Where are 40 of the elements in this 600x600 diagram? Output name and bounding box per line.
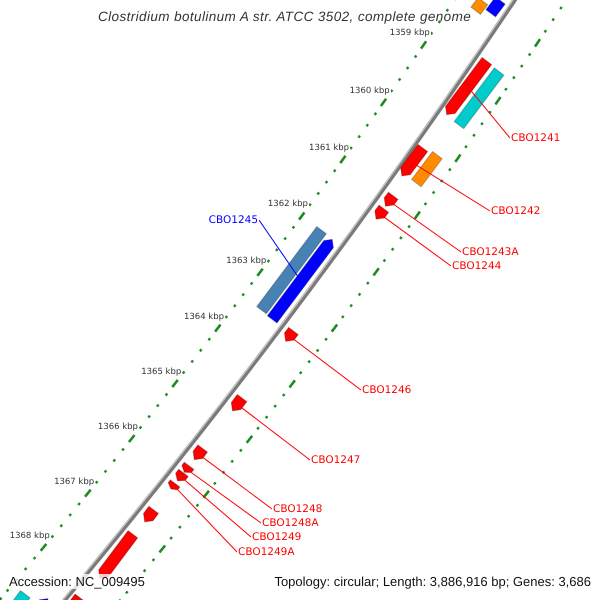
gene-segment [175,468,189,482]
leader-line [184,480,252,538]
scale-label: 1360 kbp [348,86,391,96]
scale-label: 1361 kbp [308,142,350,153]
gene-segment [470,0,488,16]
leader-line [258,220,298,276]
gene-segment [266,238,334,324]
leader-line [384,217,452,266]
info-text: Accession: NC_009495 [8,574,146,589]
title: Clostridium botulinum A str. ATCC 3502, complete genome [97,9,472,24]
scale-label: 1367 kbp [53,476,96,487]
scale-label: 1368 kbp [8,530,51,541]
gene-segment [168,479,181,490]
gene-segment [400,144,428,177]
gene-segment [384,192,399,207]
gene-segment [453,67,505,130]
scale-label: 1365 kbp [140,366,182,377]
gene-segment [485,0,506,18]
leader-line [190,472,262,524]
leader-line [416,165,490,212]
gene-segment [444,56,492,116]
scale-label: 1364 kbp [182,312,226,322]
scale-label: 1362 kbp [266,199,309,210]
leader-line [177,489,238,552]
scale-label: 1359 kbp [388,28,431,38]
leader-line [471,90,510,138]
gene-segment [284,326,299,342]
gene-segment [410,150,443,188]
leader-line [394,204,462,252]
leader-line [242,408,310,460]
leader-line [202,457,272,510]
gene-segment [230,394,248,412]
gene-segment [192,444,208,460]
gene-segment [181,462,195,474]
gene-segment [142,506,160,522]
scale-label: 1363 kbp [225,256,268,266]
gene-segment [374,204,390,220]
scale-label: 1366 kbp [96,422,139,432]
info-text: Topology: circular; Length: 3,886,916 bp; Genes: 3,686 [273,574,592,589]
leader-line [294,339,362,390]
